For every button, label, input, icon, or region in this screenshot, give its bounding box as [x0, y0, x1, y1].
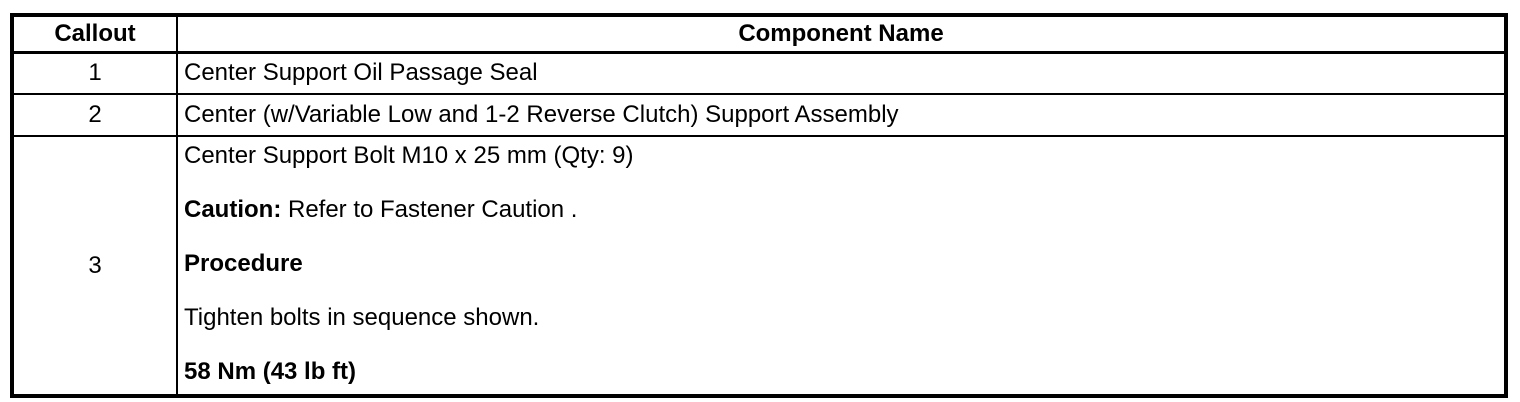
callout-component-table: Callout Component Name 1 Center Support … [10, 13, 1508, 398]
callout-column-header: Callout [11, 14, 178, 54]
component-detail-cell: Center Support Bolt M10 x 25 mm (Qty: 9)… [176, 135, 1507, 397]
table-row: 1 Center Support Oil Passage Seal [11, 51, 1507, 95]
caution-text: Refer to Fastener Caution . [281, 196, 578, 223]
torque-spec: 58 Nm (43 lb ft) [184, 358, 357, 385]
caution-label: Caution: [184, 196, 282, 223]
component-name: Center (w/Variable Low and 1-2 Reverse C… [176, 93, 1507, 137]
procedure-heading: Procedure [184, 250, 303, 277]
table-header-row: Callout Component Name [11, 14, 1507, 54]
component-name-column-header: Component Name [176, 14, 1507, 54]
component-name: Center Support Oil Passage Seal [176, 51, 1507, 95]
procedure-step: Tighten bolts in sequence shown. [184, 304, 540, 331]
component-name: Center Support Bolt M10 x 25 mm (Qty: 9) [184, 142, 634, 169]
caution-note: Caution: Refer to Fastener Caution . [184, 196, 1496, 224]
callout-number: 3 [11, 135, 178, 397]
callout-number: 1 [11, 51, 178, 95]
table-row: 3 Center Support Bolt M10 x 25 mm (Qty: … [11, 135, 1507, 397]
table-row: 2 Center (w/Variable Low and 1-2 Reverse… [11, 93, 1507, 137]
callout-number: 2 [11, 93, 178, 137]
